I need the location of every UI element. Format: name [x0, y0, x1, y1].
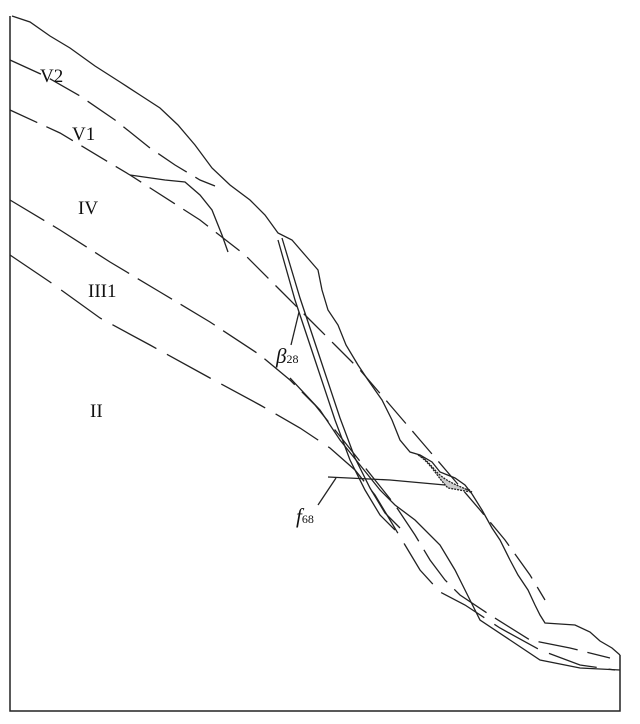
layer-label-iv: IV — [78, 198, 99, 219]
beta-leader — [290, 311, 300, 346]
ground-surface — [11, 15, 621, 656]
fault-symbol: f — [296, 504, 302, 528]
fault-label: f68 — [296, 504, 314, 529]
dyke-beta28-edge — [281, 237, 401, 529]
boundary-iii1-ii — [9, 254, 616, 671]
dyke-symbol: β — [276, 344, 287, 368]
dyke-beta28 — [277, 239, 396, 531]
layer-label-v1: V1 — [72, 124, 96, 145]
fault-subscript: 68 — [301, 512, 314, 526]
boundary-iv-iii1 — [9, 199, 611, 659]
fault-leader — [317, 477, 337, 506]
deposit-lens — [417, 454, 473, 493]
layer-label-iii1: III1 — [88, 281, 117, 302]
boundary-v2-v1 — [9, 59, 216, 187]
layer-label-ii: II — [90, 401, 103, 422]
dyke-label: β28 — [276, 344, 298, 369]
contact-line — [289, 377, 621, 671]
dyke-subscript: 28 — [286, 352, 299, 366]
boundary-v1-iv — [9, 109, 546, 601]
slide-block-outline — [129, 174, 229, 253]
layer-label-v2: V2 — [40, 66, 64, 87]
section-frame — [9, 16, 621, 712]
